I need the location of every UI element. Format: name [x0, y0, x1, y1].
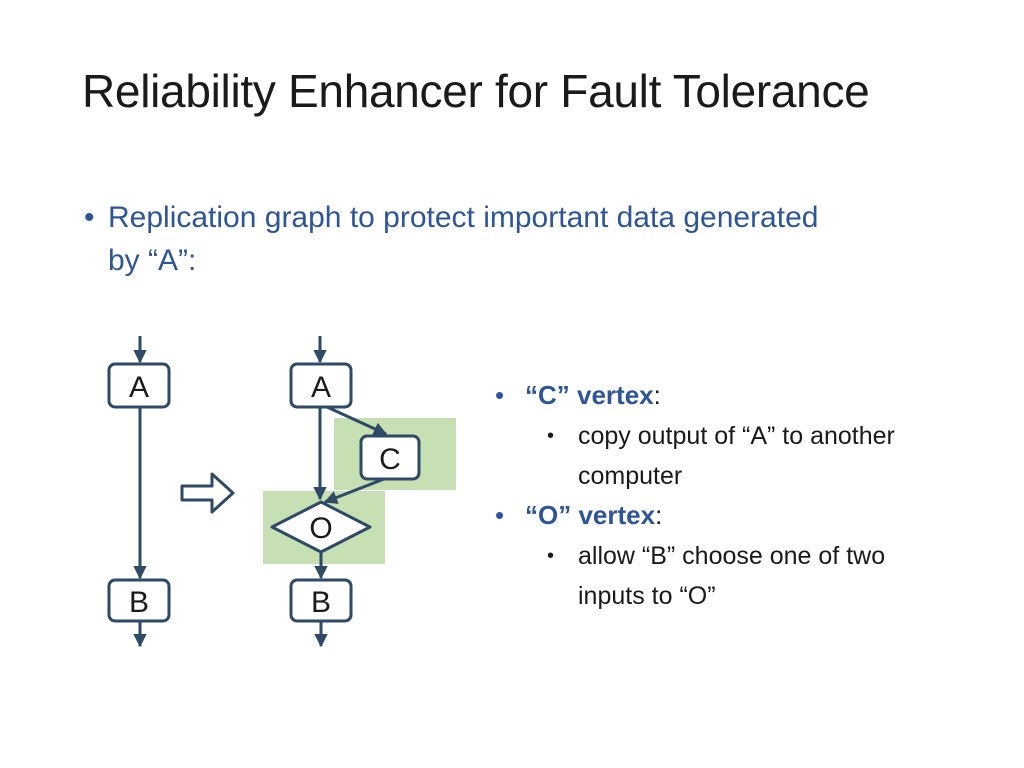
- bullet-marker: •: [495, 380, 505, 410]
- c-vertex-heading: “C” vertex: [525, 380, 654, 410]
- c-vertex-text: copy output of “A” to another computer: [578, 422, 895, 490]
- c-to-o-edge: [323, 477, 385, 504]
- o-vertex-description: • allow “B” choose one of two inputs to …: [495, 536, 918, 616]
- a-to-c-edge: [326, 405, 388, 436]
- o-vertex-heading: “O” vertex: [525, 500, 656, 530]
- after-node-c: [359, 434, 421, 481]
- transform-arrow-icon: [180, 472, 235, 514]
- after-node-b-label: B: [311, 586, 331, 619]
- sub-bullet-marker: •: [547, 545, 555, 567]
- o-vertex-item: • “O” vertex:: [495, 498, 995, 532]
- before-node-b-label: B: [129, 586, 149, 619]
- slide-title: Reliability Enhancer for Fault Tolerance: [82, 65, 870, 117]
- vertex-details: • “C” vertex: • copy output of “A” to an…: [495, 378, 995, 616]
- before-node-a-label: A: [129, 371, 149, 404]
- intro-bullet: • Replication graph to protect important…: [84, 196, 844, 282]
- sub-bullet-marker: •: [547, 425, 555, 447]
- after-graph: A C O B: [263, 336, 456, 648]
- before-graph: A B: [107, 336, 171, 648]
- after-node-c-label: C: [379, 443, 401, 476]
- c-vertex-colon: :: [653, 380, 661, 410]
- after-node-o-label: O: [309, 512, 332, 545]
- after-node-a-label: A: [311, 371, 331, 404]
- bullet-marker: •: [84, 201, 95, 234]
- intro-text: Replication graph to protect important d…: [108, 201, 819, 277]
- c-vertex-item: • “C” vertex:: [495, 378, 995, 412]
- o-vertex-colon: :: [655, 500, 663, 530]
- bullet-marker: •: [495, 500, 505, 530]
- o-vertex-text: allow “B” choose one of two inputs to “O…: [578, 542, 886, 610]
- c-vertex-description: • copy output of “A” to another computer: [495, 416, 918, 496]
